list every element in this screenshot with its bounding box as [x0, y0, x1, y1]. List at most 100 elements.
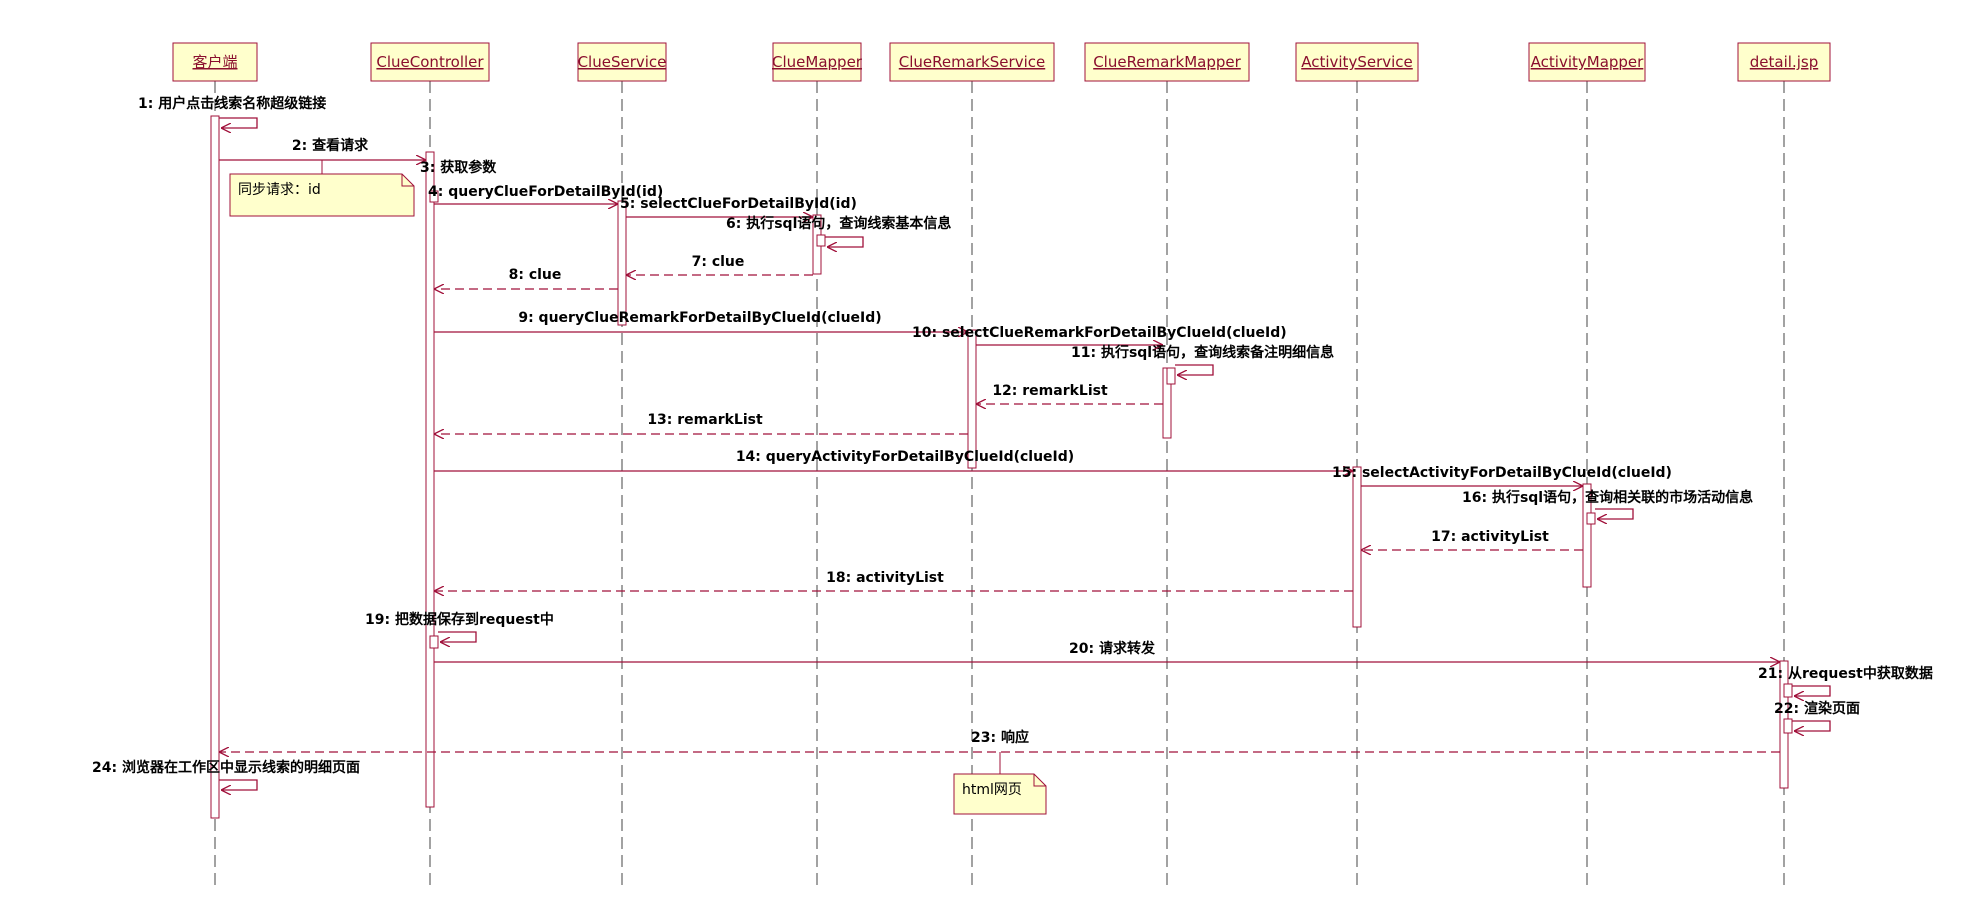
messages: 1: 用户点击线索名称超级链接 2: 查看请求 3: 获取参数 4: queryClu… — [92, 95, 1933, 790]
participant-label-detailJsp: detail.jsp — [1750, 53, 1818, 71]
activation-bar — [429, 190, 439, 203]
message-label: 10: selectClueRemarkForDetailByClueId(cl… — [912, 325, 1287, 341]
message-19: 19: 把数据保存到request中 — [365, 611, 554, 642]
self-message-arrow — [1595, 508, 1634, 519]
message-label: 17: activityList — [1431, 529, 1549, 545]
message-7: 7: clue — [626, 254, 813, 275]
activation-bars — [210, 115, 1793, 819]
message-9: 9: queryClueRemarkForDetailByClueId(clue… — [434, 310, 968, 332]
message-label: 19: 把数据保存到request中 — [365, 611, 554, 628]
message-20: 20: 请求转发 — [434, 640, 1780, 662]
message-10: 10: selectClueRemarkForDetailByClueId(cl… — [912, 325, 1287, 345]
activation-bar — [429, 635, 439, 649]
message-5: 5: selectClueForDetailById(id) — [620, 196, 857, 217]
message-17: 17: activityList — [1361, 529, 1583, 550]
participant-label-remarkService: ClueRemarkService — [899, 53, 1045, 71]
message-label: 11: 执行sql语句，查询线索备注明细信息 — [1071, 344, 1334, 361]
self-message-arrow — [438, 631, 477, 642]
message-label: 21: 从request中获取数据 — [1758, 665, 1933, 682]
participant-box-detailJsp — [1737, 42, 1831, 82]
sync-note: 同步请求：id — [229, 160, 415, 217]
message-label: 24: 浏览器在工作区中显示线索的明细页面 — [92, 759, 360, 776]
note-box — [229, 173, 415, 217]
self-message-arrow — [1792, 685, 1831, 696]
participant-box-client — [172, 42, 258, 82]
note-text: 同步请求：id — [238, 182, 321, 198]
message-6: 6: 执行sql语句，查询线索基本信息 — [726, 215, 951, 247]
activation-bar — [210, 115, 220, 819]
note-box — [953, 773, 1047, 815]
note-fold — [1033, 774, 1046, 787]
message-21: 21: 从request中获取数据 — [1758, 665, 1933, 696]
participant-label-clueService: ClueService — [578, 53, 667, 71]
participant-label-clueMapper: ClueMapper — [772, 53, 863, 71]
participant-label-controller: ClueController — [376, 53, 484, 71]
html-note: html网页 — [953, 752, 1047, 815]
message-label: 22: 渲染页面 — [1774, 700, 1860, 717]
message-15: 15: selectActivityForDetailByClueId(clue… — [1332, 465, 1672, 486]
message-label: 8: clue — [509, 267, 562, 283]
activation-bar — [1352, 466, 1362, 628]
participant-label-client: 客户端 — [192, 53, 237, 71]
participant-box-activityService — [1295, 42, 1419, 82]
participant-label-activityMapper: ActivityMapper — [1531, 53, 1645, 71]
message-14: 14: queryActivityForDetailByClueId(clueI… — [434, 449, 1353, 471]
participant-box-remarkMapper — [1084, 42, 1250, 82]
message-label: 7: clue — [692, 254, 745, 270]
message-label: 3: 获取参数 — [420, 159, 497, 176]
self-message-arrow — [1175, 364, 1214, 375]
message-1: 1: 用户点击线索名称超级链接 — [138, 95, 326, 128]
message-11: 11: 执行sql语句，查询线索备注明细信息 — [1071, 344, 1334, 375]
message-label: 4: queryClueForDetailById(id) — [428, 184, 663, 200]
participant-box-clueMapper — [772, 42, 862, 82]
message-label: 14: queryActivityForDetailByClueId(clueI… — [736, 449, 1074, 465]
activation-bar — [1166, 367, 1176, 385]
message-label: 23: 响应 — [971, 729, 1029, 746]
activation-bar — [1586, 512, 1596, 525]
message-label: 18: activityList — [826, 570, 944, 586]
participant-label-remarkMapper: ClueRemarkMapper — [1093, 53, 1241, 71]
message-23: 23: 响应 — [219, 729, 1780, 752]
participant-label-activityService: ActivityService — [1301, 53, 1413, 71]
participant-box-activityMapper — [1528, 42, 1646, 82]
participant-box-clueService — [577, 42, 667, 82]
message-label: 5: selectClueForDetailById(id) — [620, 196, 857, 212]
self-message-arrow — [825, 236, 864, 247]
message-3: 3: 获取参数 — [420, 159, 497, 176]
message-label: 13: remarkList — [647, 412, 763, 428]
message-24: 24: 浏览器在工作区中显示线索的明细页面 — [92, 759, 360, 790]
activation-bar — [967, 329, 977, 469]
participant-headers: 客户端 ClueController ClueService ClueMapper Cl… — [172, 42, 1831, 82]
message-16: 16: 执行sql语句，查询相关联的市场活动信息 — [1462, 489, 1753, 519]
message-22: 22: 渲染页面 — [1774, 700, 1860, 731]
message-label: 12: remarkList — [992, 383, 1108, 399]
self-message-arrow — [219, 779, 258, 790]
message-2: 2: 查看请求 — [219, 137, 426, 160]
activation-bar — [1582, 483, 1592, 588]
message-label: 2: 查看请求 — [292, 137, 369, 154]
message-label: 15: selectActivityForDetailByClueId(clue… — [1332, 465, 1672, 481]
message-label: 20: 请求转发 — [1069, 640, 1156, 657]
participant-box-controller — [370, 42, 490, 82]
message-label: 6: 执行sql语句，查询线索基本信息 — [726, 215, 951, 232]
message-label: 1: 用户点击线索名称超级链接 — [138, 95, 326, 112]
message-12: 12: remarkList — [976, 383, 1163, 404]
message-8: 8: clue — [434, 267, 618, 289]
note-text: html网页 — [962, 782, 1022, 798]
self-message-arrow — [219, 117, 258, 128]
self-message-arrow — [1792, 720, 1831, 731]
notes: 同步请求：id html网页 — [229, 160, 1047, 815]
message-18: 18: activityList — [434, 570, 1353, 591]
activation-bar — [1783, 683, 1793, 698]
message-label: 16: 执行sql语句，查询相关联的市场活动信息 — [1462, 489, 1753, 506]
activation-bar — [816, 234, 826, 247]
message-label: 9: queryClueRemarkForDetailByClueId(clue… — [518, 310, 881, 326]
activation-bar — [425, 151, 435, 808]
participant-box-remarkService — [889, 42, 1055, 82]
note-fold — [401, 174, 414, 187]
message-4: 4: queryClueForDetailById(id) — [428, 184, 663, 204]
activation-bar — [1783, 718, 1793, 734]
activation-bar — [617, 200, 627, 326]
message-13: 13: remarkList — [434, 412, 968, 434]
